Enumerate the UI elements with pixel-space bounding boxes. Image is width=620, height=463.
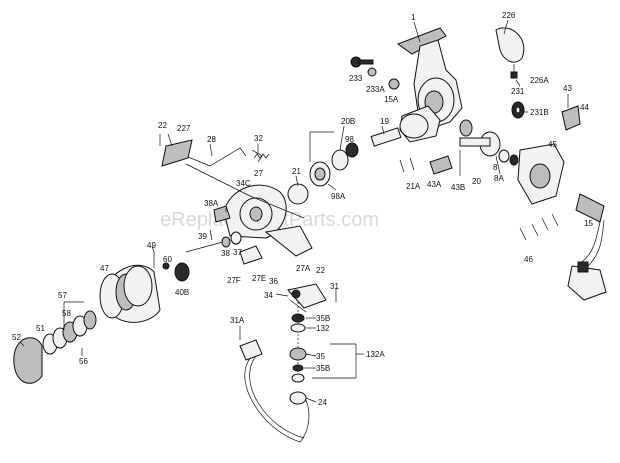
label-39: 39 [198, 232, 207, 241]
label-60: 60 [163, 255, 172, 264]
bail-wire-28-part [159, 134, 305, 219]
part-labels: 1 226 226A 231 231B 233 233A 15A 43 44 4… [12, 11, 593, 407]
bearing-21-part [287, 183, 309, 205]
spring-32-part [253, 153, 270, 159]
label-231b: 231B [530, 108, 549, 117]
label-34: 34 [264, 291, 273, 300]
label-20: 20 [472, 177, 481, 186]
label-44: 44 [580, 103, 589, 112]
label-27a: 27A [296, 264, 311, 273]
label-8: 8 [493, 163, 498, 172]
label-19: 19 [380, 117, 389, 126]
label-38a: 38A [204, 199, 219, 208]
rotor-27-part [223, 184, 313, 257]
bail-arm-226-part [495, 27, 525, 63]
label-21: 21 [292, 167, 301, 176]
stack-132a-part [289, 302, 364, 383]
label-22-mid: 22 [316, 266, 325, 275]
label-52: 52 [12, 333, 21, 342]
label-31a: 31A [230, 316, 245, 325]
label-38: 38 [221, 249, 230, 258]
label-8a: 8A [494, 174, 504, 183]
label-233a: 233A [366, 85, 385, 94]
label-56: 56 [79, 357, 88, 366]
label-58: 58 [62, 309, 71, 318]
label-43: 43 [563, 84, 572, 93]
bail-wire-24-part [239, 339, 310, 443]
label-15a: 15A [384, 95, 399, 104]
screw-49-part [153, 252, 190, 282]
gear-20-part [459, 119, 519, 166]
screws-21a-part [399, 157, 415, 173]
label-27e: 27E [252, 274, 266, 283]
label-35b-bottom: 35B [316, 364, 330, 373]
label-27: 27 [254, 169, 263, 178]
label-49: 49 [147, 241, 156, 250]
label-37: 37 [233, 248, 242, 257]
reel-body-part [396, 27, 463, 143]
label-43b: 43B [451, 183, 465, 192]
label-31: 31 [330, 282, 339, 291]
label-36: 36 [269, 277, 278, 286]
label-226: 226 [502, 11, 516, 20]
label-15: 15 [584, 219, 593, 228]
screw-226a-part [510, 64, 518, 79]
label-27f: 27F [227, 276, 241, 285]
leader-lines [19, 19, 569, 403]
label-132: 132 [316, 324, 330, 333]
label-98a: 98A [331, 192, 346, 201]
bail-arm-34-part [287, 283, 337, 309]
label-32: 32 [254, 134, 263, 143]
label-22-top: 22 [158, 121, 167, 130]
handle-15-part [567, 193, 607, 301]
plate-43a-part [429, 155, 453, 175]
label-34c: 34C [236, 179, 251, 188]
pinion-19-part [309, 127, 402, 187]
clip-43-part [561, 105, 581, 131]
drag-washers-part [42, 310, 97, 355]
label-40b: 40B [175, 288, 189, 297]
spool-47-part [99, 264, 161, 323]
label-51: 51 [36, 324, 45, 333]
label-35: 35 [316, 352, 325, 361]
label-233: 233 [349, 74, 363, 83]
label-226a: 226A [530, 76, 549, 85]
label-1: 1 [411, 13, 416, 22]
label-132a: 132A [366, 350, 385, 359]
screws-46-part [519, 213, 559, 241]
label-47: 47 [100, 264, 109, 273]
label-43a: 43A [427, 180, 442, 189]
drag-knob-52-part [13, 337, 43, 384]
label-231: 231 [511, 87, 525, 96]
label-45: 45 [548, 140, 557, 149]
knob-233-part [350, 56, 400, 90]
label-21a: 21A [406, 182, 421, 191]
label-35b-top: 35B [316, 314, 330, 323]
label-46: 46 [524, 255, 533, 264]
label-20b: 20B [341, 117, 355, 126]
label-28: 28 [207, 135, 216, 144]
label-98: 98 [345, 135, 354, 144]
label-57: 57 [58, 291, 67, 300]
label-227: 227 [177, 124, 191, 133]
label-24: 24 [318, 398, 327, 407]
